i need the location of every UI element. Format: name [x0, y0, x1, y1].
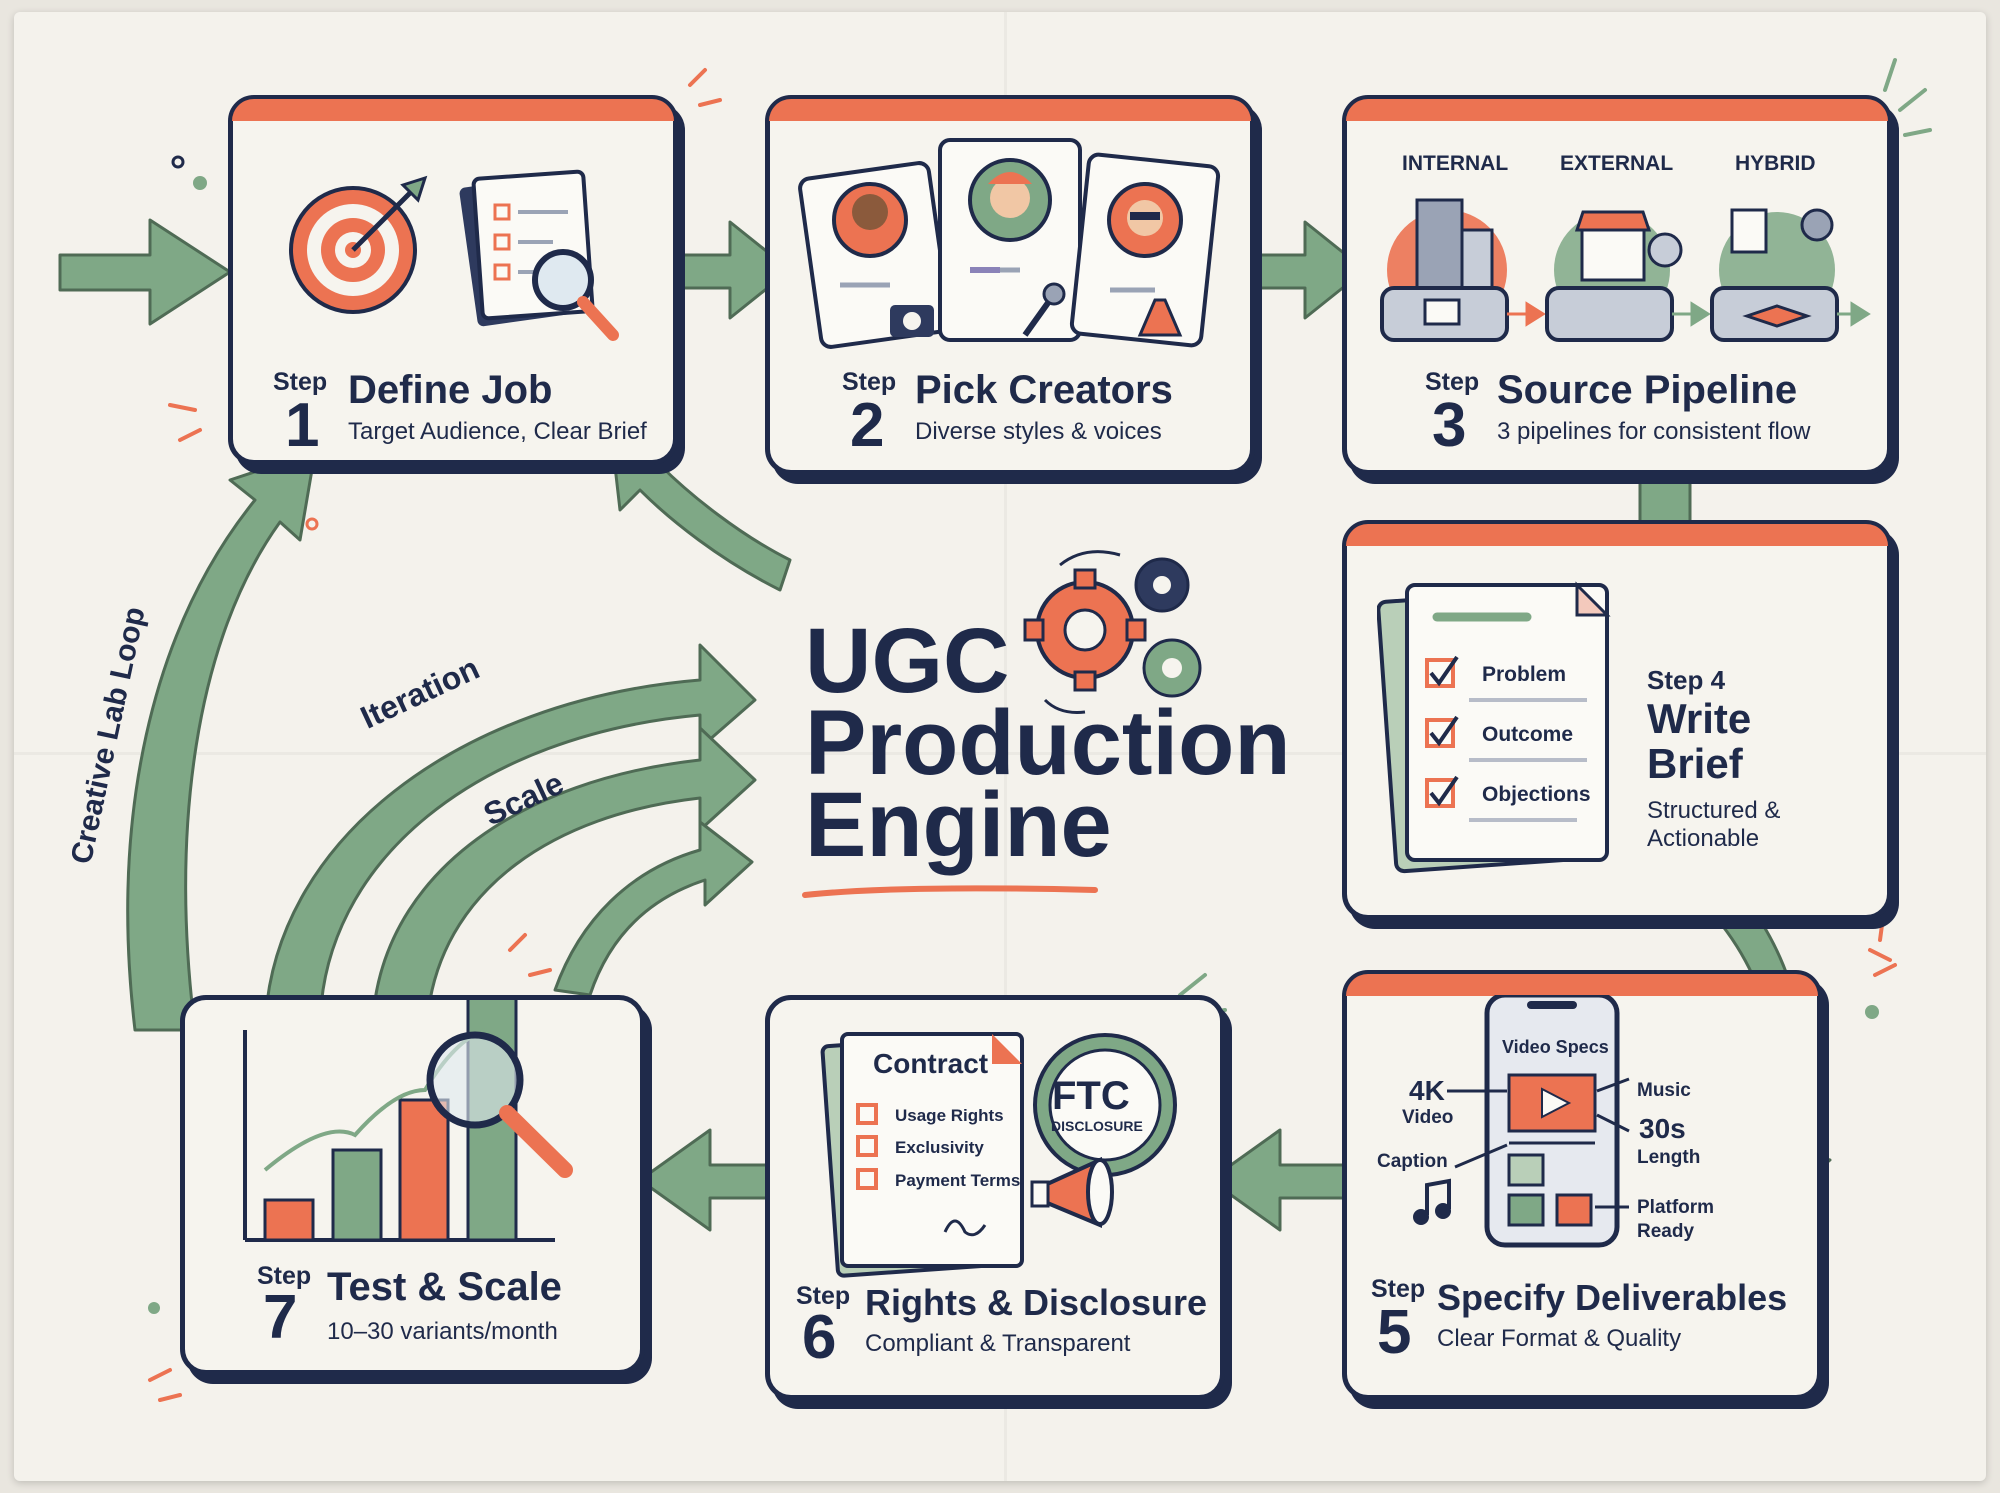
music-note-icon [1413, 1178, 1451, 1225]
entry-arrow [58, 218, 232, 326]
step-2-number: 2 [850, 391, 885, 460]
phone-icon [1413, 995, 1630, 1248]
step-2-illustration [798, 138, 1221, 349]
checklist-document-icon [1377, 581, 1611, 874]
step-1-title: Define Job [348, 368, 553, 412]
camera-icon [890, 305, 934, 337]
checklist-item-outcome: Outcome [1482, 723, 1574, 746]
spec-platform-sub: Ready [1637, 1221, 1695, 1242]
phone-header: Video Specs [1502, 1037, 1609, 1057]
step-2-band [769, 99, 1251, 121]
bar-chart-icon [243, 1000, 573, 1242]
step-1-subtitle: Target Audience, Clear Brief [348, 418, 647, 445]
microphone-icon [1022, 282, 1066, 337]
step-3-band [1346, 99, 1888, 121]
pipeline-label-hybrid: HYBRID [1735, 152, 1816, 175]
pipeline-label-external: EXTERNAL [1560, 152, 1674, 175]
contract-item-usage-rights: Usage Rights [895, 1106, 1004, 1125]
spec-resolution: 4K [1409, 1075, 1445, 1106]
step-4-band [1346, 524, 1888, 546]
main-title: UGC Production Engine [805, 610, 1291, 876]
step-2-step-word: Step [842, 368, 897, 396]
spec-length: 30s [1639, 1113, 1686, 1144]
spec-caption: Caption [1377, 1151, 1448, 1172]
step-3-step-word: Step [1425, 368, 1480, 396]
step-6-step-word: Step [796, 1282, 851, 1310]
magnifier-icon [532, 249, 619, 341]
arrow-growth [553, 820, 754, 997]
step-3-number: 3 [1432, 391, 1467, 460]
step-3-subtitle: 3 pipelines for consistent flow [1497, 418, 1811, 445]
arrow-iteration [263, 643, 757, 1032]
step-5-card: Video Specs 4K Video Caption Music 30s L… [1342, 970, 1822, 1400]
target-icon [289, 175, 428, 314]
step-5-step-word: Step [1371, 1275, 1426, 1303]
step-5-number: 5 [1377, 1298, 1412, 1367]
ftc-badge [1033, 1033, 1177, 1177]
step-2-card: Step 2 Pick Creators Diverse styles & vo… [765, 95, 1255, 475]
step-5-title: Specify Deliverables [1437, 1277, 1788, 1318]
checklist-item-objections: Objections [1482, 783, 1591, 806]
step-3-title: Source Pipeline [1497, 368, 1798, 412]
step-1-number: 1 [285, 391, 320, 460]
step-4-title-line2: Brief [1647, 740, 1743, 787]
step-5-subtitle: Clear Format & Quality [1437, 1325, 1682, 1352]
pipeline-label-internal: INTERNAL [1402, 152, 1509, 175]
step-2-title: Pick Creators [915, 368, 1173, 412]
main-title-line2: Production [805, 692, 1291, 794]
step-1-illustration [289, 169, 619, 341]
main-title-line1: UGC [805, 610, 1010, 712]
step-4-subtitle-line2: Actionable [1647, 825, 1760, 852]
step-2-subtitle: Diverse styles & voices [915, 418, 1162, 445]
step-6-subtitle: Compliant & Transparent [865, 1330, 1131, 1357]
step-4-label: Step 4 [1647, 665, 1726, 695]
step-5-band [1346, 974, 1818, 996]
spec-length-sub: Length [1637, 1147, 1701, 1168]
spec-platform: Platform [1637, 1197, 1715, 1218]
step-4-card: Problem Outcome Objections Step 4 Write … [1342, 520, 1892, 920]
contract-item-payment-terms: Payment Terms [895, 1171, 1021, 1190]
step-6-title: Rights & Disclosure [865, 1282, 1208, 1323]
step-1-step-word: Step [273, 368, 328, 396]
step-1-band [232, 99, 674, 121]
magnifier-icon [426, 1031, 573, 1178]
arrow-6-to-7 [638, 1128, 787, 1232]
step-3-illustration [1380, 198, 1871, 342]
step-1-card: Step 1 Define Job Target Audience, Clear… [228, 95, 678, 465]
arrow-scale [373, 726, 757, 1002]
contract-title: Contract [873, 1048, 989, 1079]
arrow-loop-outer [126, 450, 317, 1032]
spec-music: Music [1637, 1080, 1691, 1101]
main-title-line3: Engine [805, 774, 1112, 876]
step-4-title-line1: Write [1647, 695, 1752, 742]
step-4-subtitle-line1: Structured & [1647, 797, 1781, 824]
step-6-number: 6 [802, 1303, 837, 1372]
dress-icon [1137, 298, 1183, 337]
ftc-badge-top: FTC [1052, 1074, 1130, 1118]
megaphone-icon [1030, 1156, 1114, 1229]
arrow-5-to-6 [1208, 1128, 1357, 1232]
step-7-number: 7 [263, 1283, 298, 1352]
step-3-card: INTERNAL EXTERNAL HYBRID Step 3 Source P… [1342, 95, 1892, 475]
spec-resolution-sub: Video [1402, 1107, 1454, 1128]
contract-icon [820, 1032, 1177, 1278]
step-6-card: Contract Usage Rights Exclusivity Paymen… [765, 995, 1225, 1400]
step-7-card: Step 7 Test & Scale 10–30 variants/month [180, 995, 645, 1375]
step-7-step-word: Step [257, 1262, 312, 1290]
ftc-badge-bottom: DISCLOSURE [1051, 1118, 1143, 1134]
step-7-title: Test & Scale [327, 1265, 562, 1309]
checklist-item-problem: Problem [1482, 663, 1567, 686]
step-7-subtitle: 10–30 variants/month [327, 1318, 558, 1345]
creator-card-icon [798, 138, 1221, 349]
contract-item-exclusivity: Exclusivity [895, 1138, 984, 1157]
play-icon [1541, 1087, 1572, 1119]
